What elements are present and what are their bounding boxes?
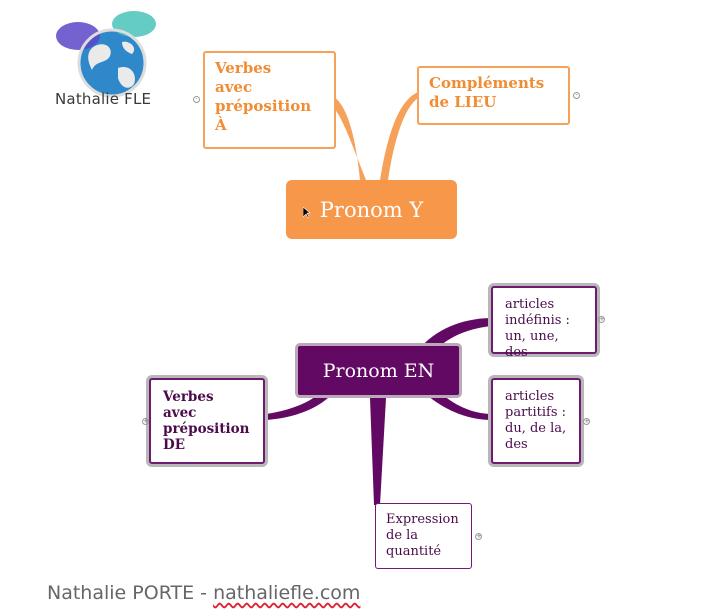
node-articles-partitifs[interactable]: articles partitifs : du, de la, des [491, 378, 581, 464]
branch-verbes-de [266, 394, 330, 420]
center-node-pronom-en[interactable]: Pronom EN [295, 343, 462, 398]
branch-expression-quantite [370, 398, 386, 505]
center-node-pronom-y[interactable]: Pronom Y [286, 180, 457, 239]
branch-articles-partitifs [428, 392, 492, 420]
expand-toggle-icon[interactable]: + [142, 417, 149, 425]
expand-toggle-icon[interactable]: + [598, 315, 605, 323]
collapse-toggle-icon[interactable]: - [573, 92, 580, 99]
expand-toggle-icon[interactable]: + [583, 417, 590, 425]
footer-author: Nathalie PORTE - [47, 582, 214, 604]
mouse-cursor-icon [303, 207, 311, 219]
node-verbes-de[interactable]: Verbes avec préposition DE [149, 378, 265, 464]
collapse-toggle-icon[interactable]: · [193, 96, 200, 103]
branch-articles-indefinis [420, 318, 492, 350]
node-complements-lieu[interactable]: Compléments de LIEU [417, 66, 570, 125]
node-verbes-a[interactable]: Verbes avec préposition À [203, 51, 336, 149]
footer-credit: Nathalie PORTE - nathaliefle.com [47, 582, 360, 604]
expand-toggle-icon[interactable]: + [475, 532, 482, 540]
branch-complements-lieu [380, 92, 418, 180]
node-articles-indefinis[interactable]: articles indéfinis : un, une, des [491, 286, 597, 360]
globe-icon [56, 11, 156, 98]
node-expression-quantite[interactable]: Expression de la quantité [375, 503, 472, 569]
logo-text: Nathalie FLE [55, 90, 152, 108]
footer-site-link[interactable]: nathaliefle.com [213, 582, 361, 604]
